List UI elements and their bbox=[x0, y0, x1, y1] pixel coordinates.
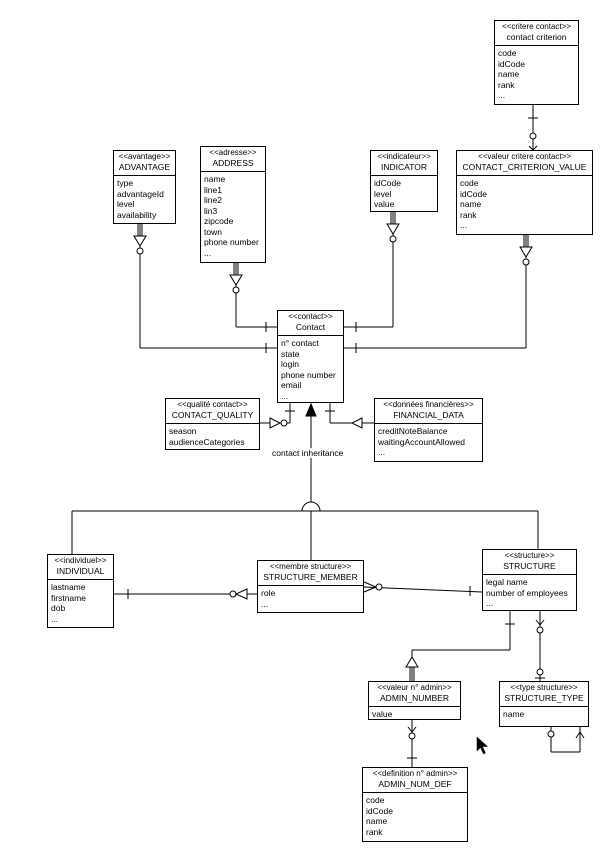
attribute: name bbox=[366, 816, 388, 826]
inheritance-label: contact inheritance bbox=[272, 448, 344, 458]
stereotype: <<definition n° admin>> bbox=[372, 769, 458, 778]
stereotype: <<données financières>> bbox=[383, 400, 474, 409]
attribute: code bbox=[366, 795, 385, 805]
entity-name: STRUCTURE bbox=[503, 561, 556, 571]
attribute: firstname bbox=[51, 592, 86, 603]
attribute: ... bbox=[204, 247, 212, 258]
attribute: audienceCategories bbox=[169, 436, 245, 447]
attribute: zipcode bbox=[204, 216, 234, 226]
attribute: state bbox=[281, 348, 300, 359]
entity-structure[interactable]: <<structure>> STRUCTURE legal name numbe… bbox=[482, 549, 577, 611]
attribute: idCode bbox=[498, 58, 525, 69]
attribute: availability bbox=[117, 209, 157, 220]
attribute: n° contact bbox=[281, 338, 319, 348]
stereotype: <<critere contact>> bbox=[502, 22, 571, 31]
attribute: ... bbox=[486, 598, 494, 608]
attribute: advantageId bbox=[117, 188, 164, 199]
stereotype: <<valeur critere contact>> bbox=[478, 152, 571, 161]
attribute: waitingAccountAllowed bbox=[378, 436, 465, 447]
attribute: idCode bbox=[366, 805, 393, 816]
entity-name: CONTACT_QUALITY bbox=[171, 410, 254, 420]
stereotype: <<contact>> bbox=[288, 312, 333, 321]
entity-name: ADVANTAGE bbox=[118, 162, 171, 172]
attribute: phone number bbox=[204, 237, 259, 247]
entity-name: INDIVIDUAL bbox=[56, 566, 105, 576]
attribute: code bbox=[460, 178, 479, 188]
attribute: value bbox=[374, 199, 395, 209]
attribute: line1 bbox=[204, 184, 222, 195]
attribute: town bbox=[204, 226, 222, 237]
attribute: line2 bbox=[204, 195, 222, 205]
attribute: ... bbox=[498, 90, 506, 100]
attribute: name bbox=[498, 69, 520, 79]
entity-name: STRUCTURE_TYPE bbox=[504, 693, 584, 703]
attribute: idCode bbox=[374, 178, 401, 188]
stereotype: <<valeur n° admin>> bbox=[377, 683, 452, 692]
stereotype: <<qualité contact>> bbox=[177, 400, 248, 409]
attribute: creditNoteBalance bbox=[378, 426, 448, 436]
attribute: season bbox=[169, 426, 197, 436]
stereotype: <<avantage>> bbox=[118, 152, 171, 161]
entity-contact-quality[interactable]: <<qualité contact>> CONTACT_QUALITY seas… bbox=[165, 398, 260, 450]
attribute: email bbox=[281, 380, 302, 390]
entity-name: ADDRESS bbox=[212, 158, 254, 168]
entity-structure-member[interactable]: <<membre structure>> STRUCTURE_MEMBER ro… bbox=[257, 560, 364, 613]
stereotype: <<adresse>> bbox=[209, 148, 257, 157]
attribute: role bbox=[261, 588, 276, 598]
entity-name: FINANCIAL_DATA bbox=[393, 410, 464, 420]
entity-contact-criterion[interactable]: <<critere contact>> contact criterion co… bbox=[494, 20, 579, 105]
entity-individual[interactable]: <<individuel>> INDIVIDUAL lastname first… bbox=[47, 554, 114, 628]
stereotype: <<individuel>> bbox=[54, 556, 107, 565]
entity-contact[interactable]: <<contact>> Contact n° contact state log… bbox=[277, 310, 344, 403]
attribute: idCode bbox=[460, 188, 487, 199]
attribute: ... bbox=[281, 390, 289, 401]
entity-name: STRUCTURE_MEMBER bbox=[263, 572, 358, 582]
entity-admin-number[interactable]: <<valeur n° admin>> ADMIN_NUMBER value bbox=[368, 681, 461, 720]
entity-name: ADMIN_NUMBER bbox=[380, 693, 449, 703]
entity-name: CONTACT_CRITERION_VALUE bbox=[462, 162, 587, 172]
attribute: level bbox=[117, 199, 135, 209]
attribute: legal name bbox=[486, 577, 528, 587]
entity-name: INDICATOR bbox=[381, 162, 427, 172]
attribute: dob bbox=[51, 603, 66, 613]
attribute: ... bbox=[378, 447, 386, 457]
stereotype: <<membre structure>> bbox=[269, 562, 352, 571]
attribute: rank bbox=[366, 826, 383, 837]
attribute: ... bbox=[261, 598, 269, 609]
stereotype: <<type structure>> bbox=[510, 683, 578, 692]
entity-indicator[interactable]: <<indicateur>> INDICATOR idCode level va… bbox=[370, 150, 438, 212]
attribute: ... bbox=[460, 220, 468, 230]
attribute: login bbox=[281, 359, 299, 369]
attribute: rank bbox=[498, 79, 515, 90]
attribute: name bbox=[503, 709, 525, 719]
attribute: type bbox=[117, 178, 134, 188]
attribute: level bbox=[374, 188, 392, 199]
attribute: phone number bbox=[281, 369, 336, 380]
entity-address[interactable]: <<adresse>> ADDRESS name line1 line2 lin… bbox=[200, 146, 266, 263]
attribute: ... bbox=[51, 613, 59, 624]
attribute: rank bbox=[460, 209, 477, 220]
stereotype: <<indicateur>> bbox=[377, 152, 431, 161]
attribute: name bbox=[204, 174, 226, 184]
entity-admin-num-def[interactable]: <<definition n° admin>> ADMIN_NUM_DEF co… bbox=[362, 767, 468, 842]
entity-name: contact criterion bbox=[506, 32, 567, 42]
entity-structure-type[interactable]: <<type structure>> STRUCTURE_TYPE name bbox=[499, 681, 589, 727]
mouse-pointer-icon bbox=[476, 736, 489, 755]
entity-advantage[interactable]: <<avantage>> ADVANTAGE type advantageId … bbox=[113, 150, 176, 224]
attribute: lastname bbox=[51, 582, 86, 592]
entity-contact-criterion-value[interactable]: <<valeur critere contact>> CONTACT_CRITE… bbox=[456, 150, 593, 235]
attribute: number of employees bbox=[486, 587, 568, 598]
attribute: code bbox=[498, 48, 517, 58]
entity-name: Contact bbox=[295, 322, 326, 332]
entity-financial-data[interactable]: <<données financières>> FINANCIAL_DATA c… bbox=[374, 398, 483, 462]
stereotype: <<structure>> bbox=[504, 551, 555, 560]
attribute: name bbox=[460, 199, 482, 209]
attribute: value bbox=[372, 709, 393, 719]
attribute: lin3 bbox=[204, 205, 218, 216]
entity-name: ADMIN_NUM_DEF bbox=[378, 779, 452, 789]
